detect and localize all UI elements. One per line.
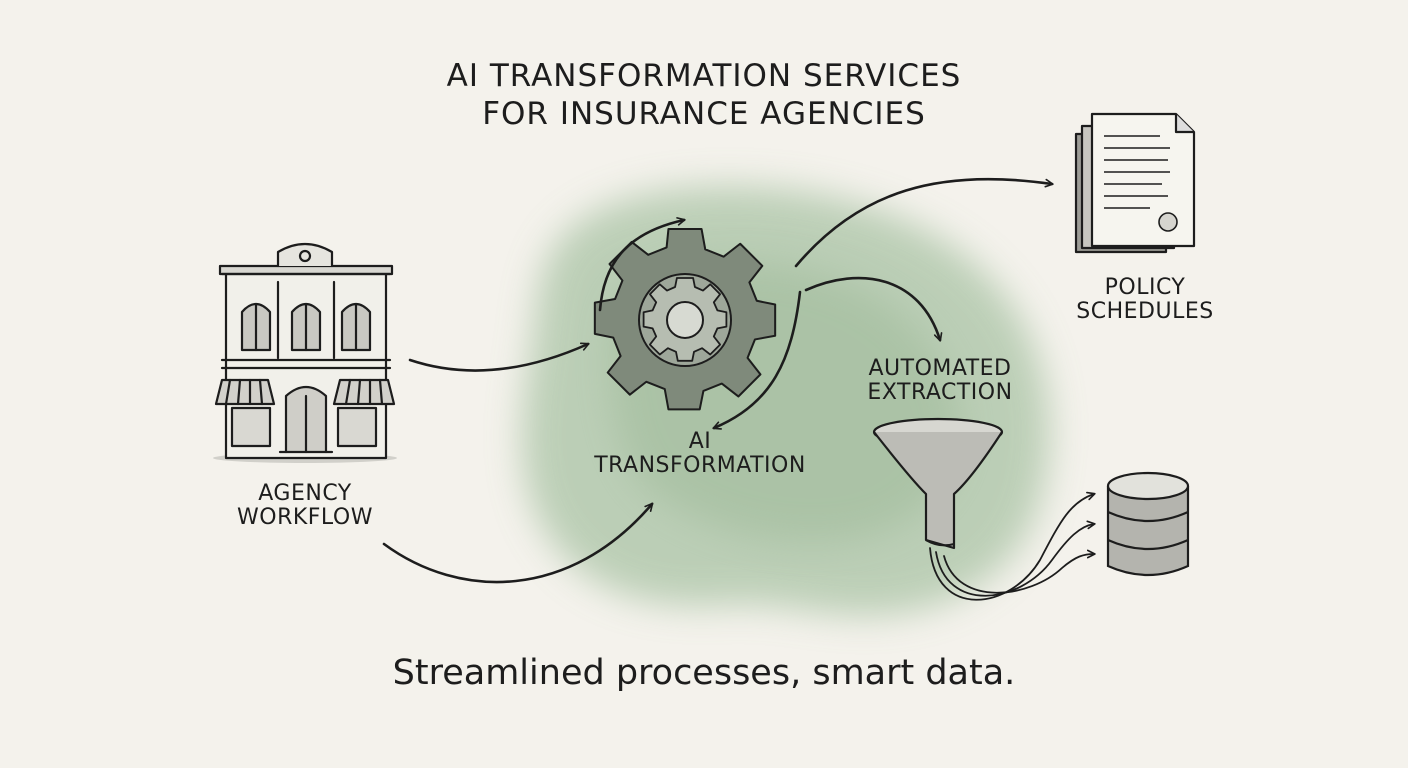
tagline: Streamlined processes, smart data. [392,653,1016,693]
extraction-label-line-1: AUTOMATED [868,356,1012,381]
diagram-title: AI TRANSFORMATION SERVICES FOR INSURANCE… [354,58,1054,134]
arrow-agency-to-ai [408,342,590,372]
database-icon [1106,471,1190,577]
flow-arrows [382,177,1054,584]
automated-extraction-label: AUTOMATED EXTRACTION [830,356,1050,406]
arrow-ai-to-extraction [804,276,943,342]
document-stack-icon [1074,112,1196,254]
rotation-arrows [598,217,802,430]
storefront-building-icon [213,242,397,463]
arrow-ai-to-policy [794,177,1054,268]
agency-label-line-2: WORKFLOW [237,505,373,531]
policy-schedules-label: POLICY SCHEDULES [1040,275,1250,325]
policy-label-line-1: POLICY [1104,275,1186,300]
agency-workflow-label: AGENCY WORKFLOW [190,481,420,531]
ai-label-line-1: AI [688,429,712,454]
policy-label-line-2: SCHEDULES [1076,299,1214,325]
ai-transformation-label: AI TRANSFORMATION [560,429,840,479]
data-stream-arrows [929,491,1096,601]
title-line-1: AI TRANSFORMATION SERVICES [446,58,962,94]
funnel-icon [872,417,1004,550]
title-line-2: FOR INSURANCE AGENCIES [482,95,926,132]
ai-label-line-2: TRANSFORMATION [594,453,806,479]
arrow-agency-bottom-to-ai [382,502,654,584]
gear-icon [593,228,777,411]
extraction-label-line-2: EXTRACTION [867,380,1013,406]
agency-label-line-1: AGENCY [258,481,352,506]
